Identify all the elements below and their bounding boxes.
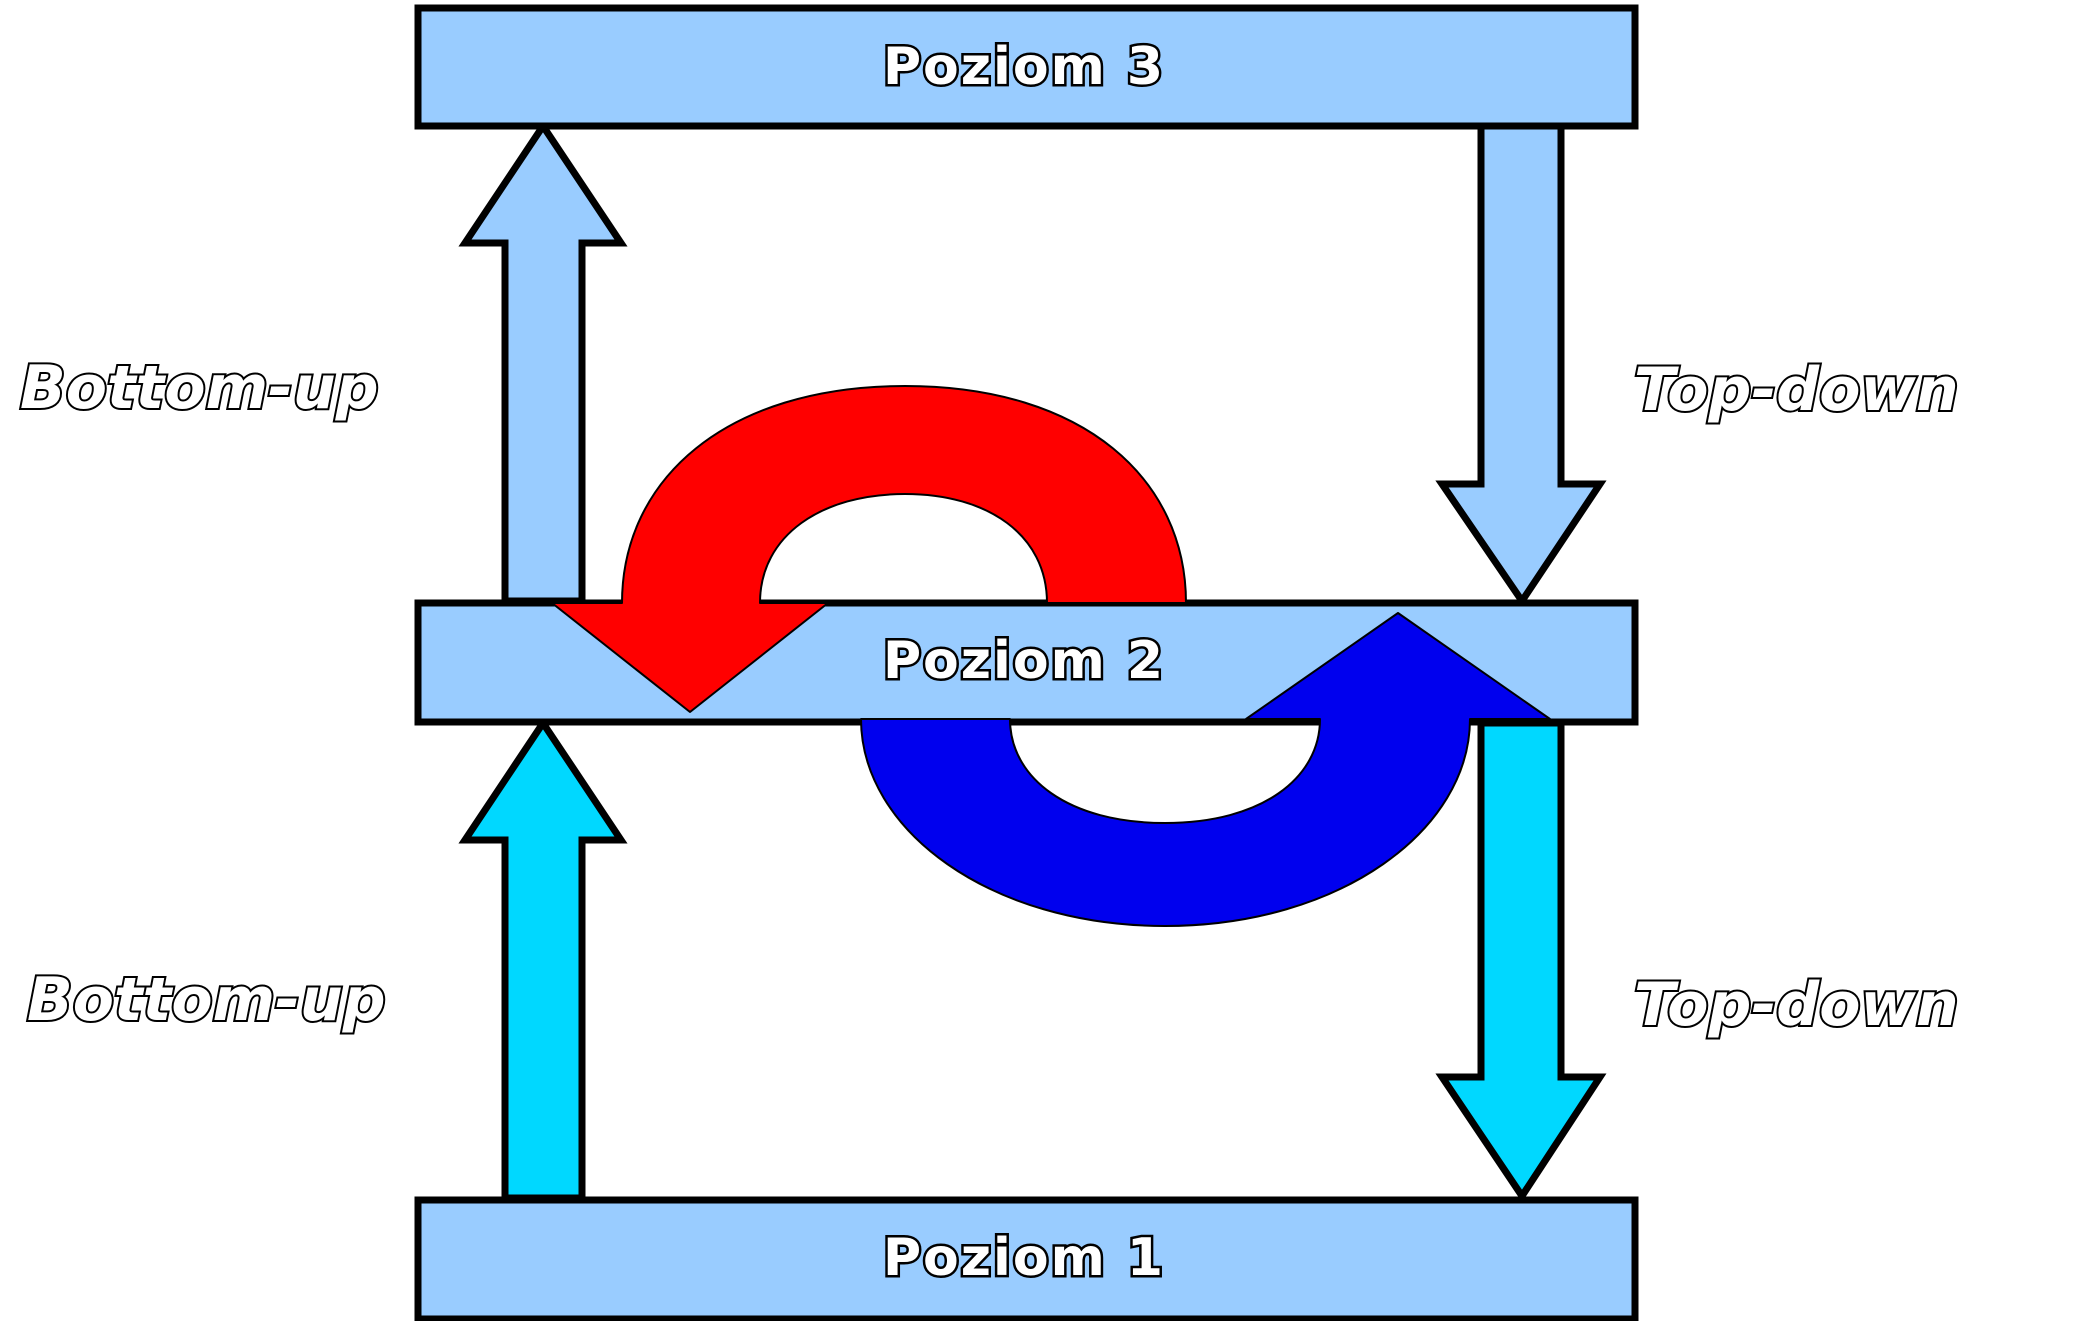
upper-left-arrow-up	[458, 119, 628, 605]
level-3-label: Poziom 3	[883, 37, 1165, 97]
level-3-box	[414, 4, 1639, 130]
curved-arrow-blue	[860, 612, 1551, 927]
upper-right-arrow-down	[1435, 122, 1607, 608]
top-down-label-upper: Top-down	[1634, 355, 1959, 425]
top-down-label-lower: Top-down	[1634, 970, 1959, 1040]
bottom-up-label-upper: Bottom-up	[20, 353, 379, 423]
level-1-box	[414, 1196, 1639, 1321]
bottom-up-label-lower: Bottom-up	[27, 965, 386, 1035]
lower-right-arrow-down	[1435, 719, 1607, 1203]
curved-arrow-red	[551, 385, 1187, 713]
level-1-label: Poziom 1	[883, 1228, 1165, 1288]
lower-left-arrow-up	[458, 716, 628, 1202]
level-2-label: Poziom 2	[883, 631, 1165, 691]
